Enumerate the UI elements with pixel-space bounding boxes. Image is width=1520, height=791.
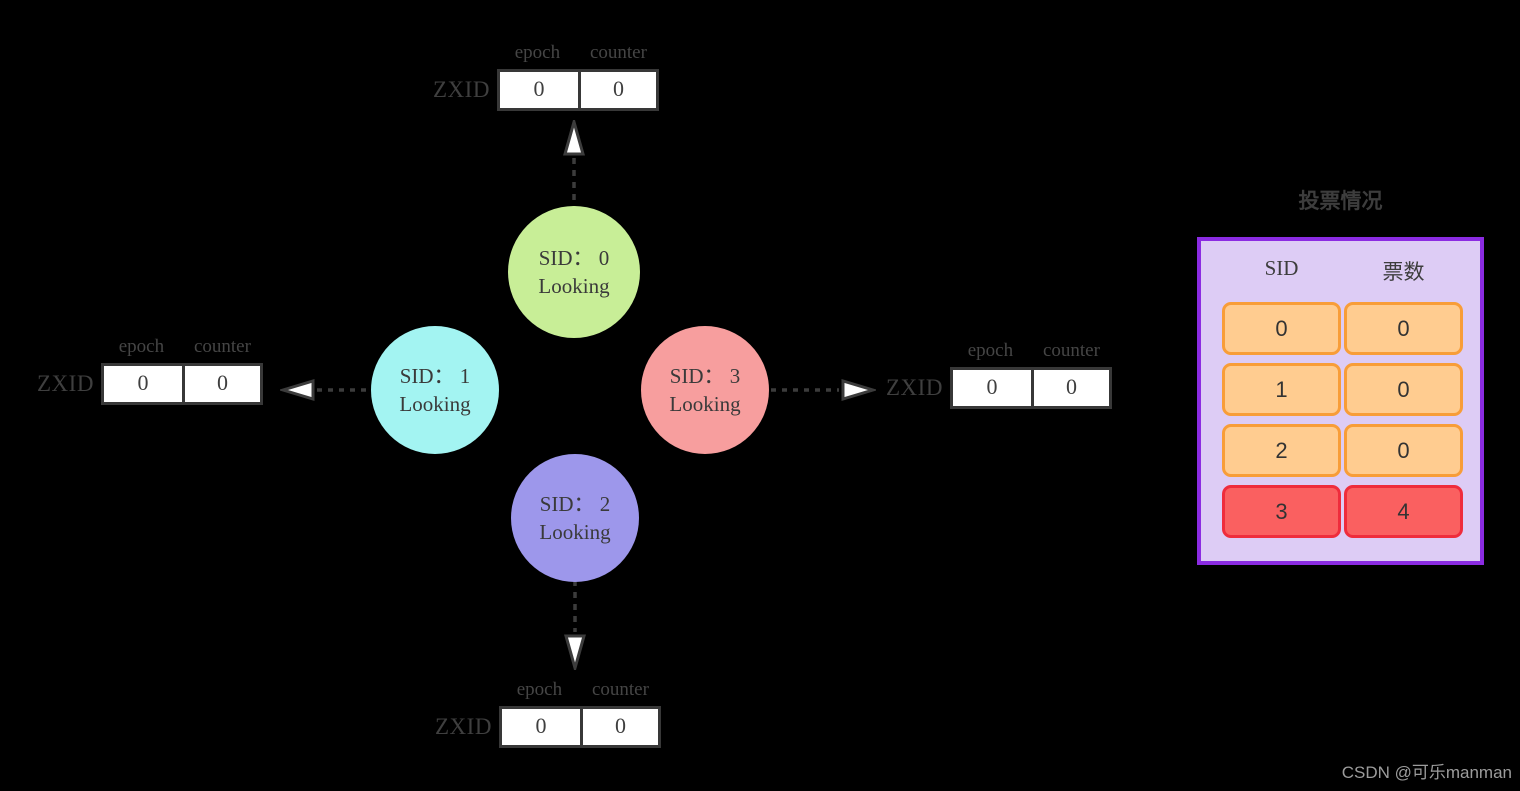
node-sid-label: SID： 2 [539,491,611,516]
zxid-body: epoch counter 0 0 [498,679,661,748]
zxid-cells: 0 0 [949,367,1112,409]
vote-cell-sid: 0 [1222,302,1341,355]
epoch-header: epoch [514,42,561,63]
epoch-header: epoch [967,340,1014,361]
node-sid-label: SID： 3 [669,363,741,388]
vote-col-votes: 票数 [1382,260,1425,284]
vote-cell-sid: 3 [1222,485,1341,538]
counter-value: 0 [577,72,656,108]
zxid-column-headers: epoch counter [497,42,659,64]
epoch-value: 0 [499,72,578,108]
node-sid-2: SID： 2 Looking [511,454,639,582]
epoch-value: 0 [103,366,182,402]
arrow-right-icon [771,378,876,402]
counter-header: counter [193,336,251,357]
vote-cell-votes: 0 [1344,424,1463,477]
vote-row-highlighted: 3 4 [1222,485,1463,538]
zxid-table-bottom: ZXID epoch counter 0 0 [435,679,661,748]
zxid-row-label: ZXID [37,371,94,396]
vote-row: 1 0 [1222,363,1463,416]
zxid-cells: 0 0 [496,69,659,111]
counter-header: counter [589,42,647,63]
epoch-value: 0 [501,709,580,745]
zxid-table-left: ZXID epoch counter 0 0 [37,336,263,405]
zxid-cells: 0 0 [100,363,263,405]
vote-row: 0 0 [1222,302,1463,355]
epoch-value: 0 [952,370,1031,406]
zxid-row-label: ZXID [435,714,492,739]
vote-panel: SID 票数 0 0 1 0 2 0 3 4 [1197,237,1484,565]
zxid-table-top: ZXID epoch counter 0 0 [433,42,659,111]
arrow-up-icon [563,120,585,207]
counter-value: 0 [1030,370,1109,406]
epoch-header: epoch [118,336,165,357]
arrow-down-icon [564,580,586,670]
zxid-row-label: ZXID [886,375,943,400]
counter-value: 0 [579,709,658,745]
vote-cell-votes: 0 [1344,363,1463,416]
zxid-body: epoch counter 0 0 [496,42,659,111]
vote-panel-headers: SID 票数 [1222,256,1463,286]
node-state-label: Looking [539,520,611,544]
vote-cell-sid: 2 [1222,424,1341,477]
counter-header: counter [1042,340,1100,361]
vote-rows: 0 0 1 0 2 0 3 4 [1222,302,1463,538]
vote-cell-votes: 4 [1344,485,1463,538]
zxid-body: epoch counter 0 0 [100,336,263,405]
node-sid-label: SID： 0 [538,245,610,270]
vote-cell-votes: 0 [1344,302,1463,355]
arrow-left-icon [280,378,375,402]
zxid-column-headers: epoch counter [950,340,1112,362]
node-state-label: Looking [399,392,471,416]
watermark: CSDN @可乐manman [1341,763,1512,782]
node-sid-label: SID： 1 [399,363,471,388]
counter-value: 0 [181,366,260,402]
epoch-header: epoch [516,679,563,700]
zxid-body: epoch counter 0 0 [949,340,1112,409]
node-sid-0: SID： 0 Looking [508,206,640,338]
vote-cell-sid: 1 [1222,363,1341,416]
zxid-row-label: ZXID [433,77,490,102]
node-state-label: Looking [538,274,610,298]
node-sid-3: SID： 3 Looking [641,326,769,454]
node-sid-1: SID： 1 Looking [371,326,499,454]
zxid-table-right: ZXID epoch counter 0 0 [886,340,1112,409]
node-state-label: Looking [669,392,741,416]
zxid-column-headers: epoch counter [499,679,661,701]
zxid-cells: 0 0 [498,706,661,748]
vote-col-sid: SID [1264,256,1299,280]
counter-header: counter [591,679,649,700]
zxid-column-headers: epoch counter [101,336,263,358]
vote-row: 2 0 [1222,424,1463,477]
vote-panel-title: 投票情况 [1298,190,1383,213]
